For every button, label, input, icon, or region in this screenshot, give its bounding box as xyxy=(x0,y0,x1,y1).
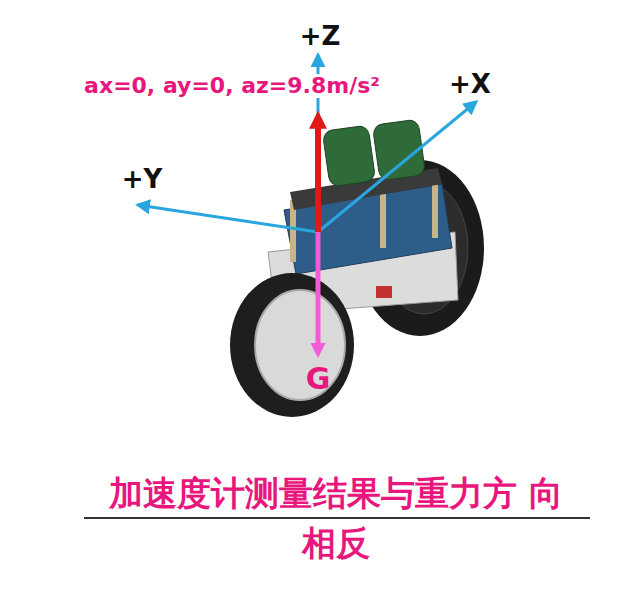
gravity-arrow xyxy=(316,232,321,352)
battery xyxy=(322,125,375,187)
caption: 加速度计测量结果与重力方 向相反 xyxy=(108,468,564,568)
front-wheel-hub xyxy=(255,290,345,400)
x-axis xyxy=(318,102,476,232)
standoff xyxy=(380,188,386,248)
axis-label: +Y xyxy=(122,165,163,194)
caption-underline xyxy=(84,517,590,519)
gravity-label: G xyxy=(306,362,331,395)
axis-label: +Z xyxy=(300,22,341,51)
standoff xyxy=(432,180,438,238)
y-axis xyxy=(138,205,318,232)
acceleration-reading: ax=0, ay=0, az=9.8m/s² xyxy=(81,74,383,98)
front-wheel xyxy=(230,273,354,417)
axis-label: +X xyxy=(449,70,491,99)
tail-light xyxy=(376,286,392,298)
measured-acceleration-arrow xyxy=(315,118,321,232)
